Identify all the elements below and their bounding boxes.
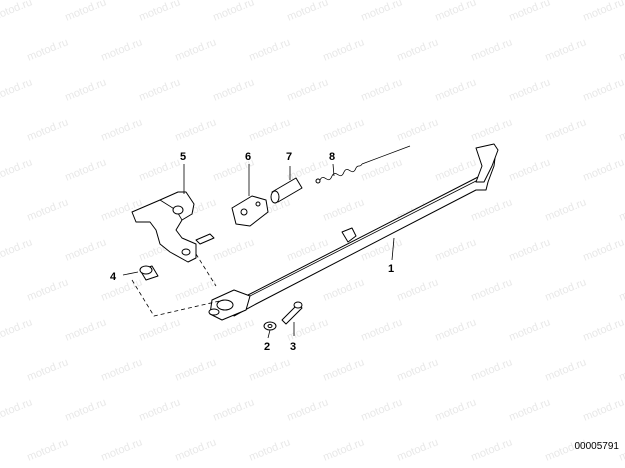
callout-4: 4 [110,271,117,283]
bolt [281,301,303,325]
leader-2 [267,329,271,339]
callout-5: 5 [180,151,186,163]
sleeve [270,177,303,204]
assembly-guide-left [131,279,225,317]
callout-2: 2 [264,341,270,353]
washer [263,321,277,331]
mounting-bracket [131,191,215,263]
leader-4 [122,271,139,276]
assembly-guide-right [195,253,217,287]
callout-8: 8 [329,151,335,163]
bushing [139,265,159,281]
leader-1 [391,237,395,261]
callout-1: 1 [388,263,394,275]
side-stand [208,143,499,321]
spring [315,145,411,184]
callout-7: 7 [286,151,292,163]
reference-code: 00005791 [574,441,620,452]
callout-3: 3 [290,341,296,353]
callout-6: 6 [245,151,251,163]
leader-8 [332,163,335,177]
switch-plate [231,195,269,227]
